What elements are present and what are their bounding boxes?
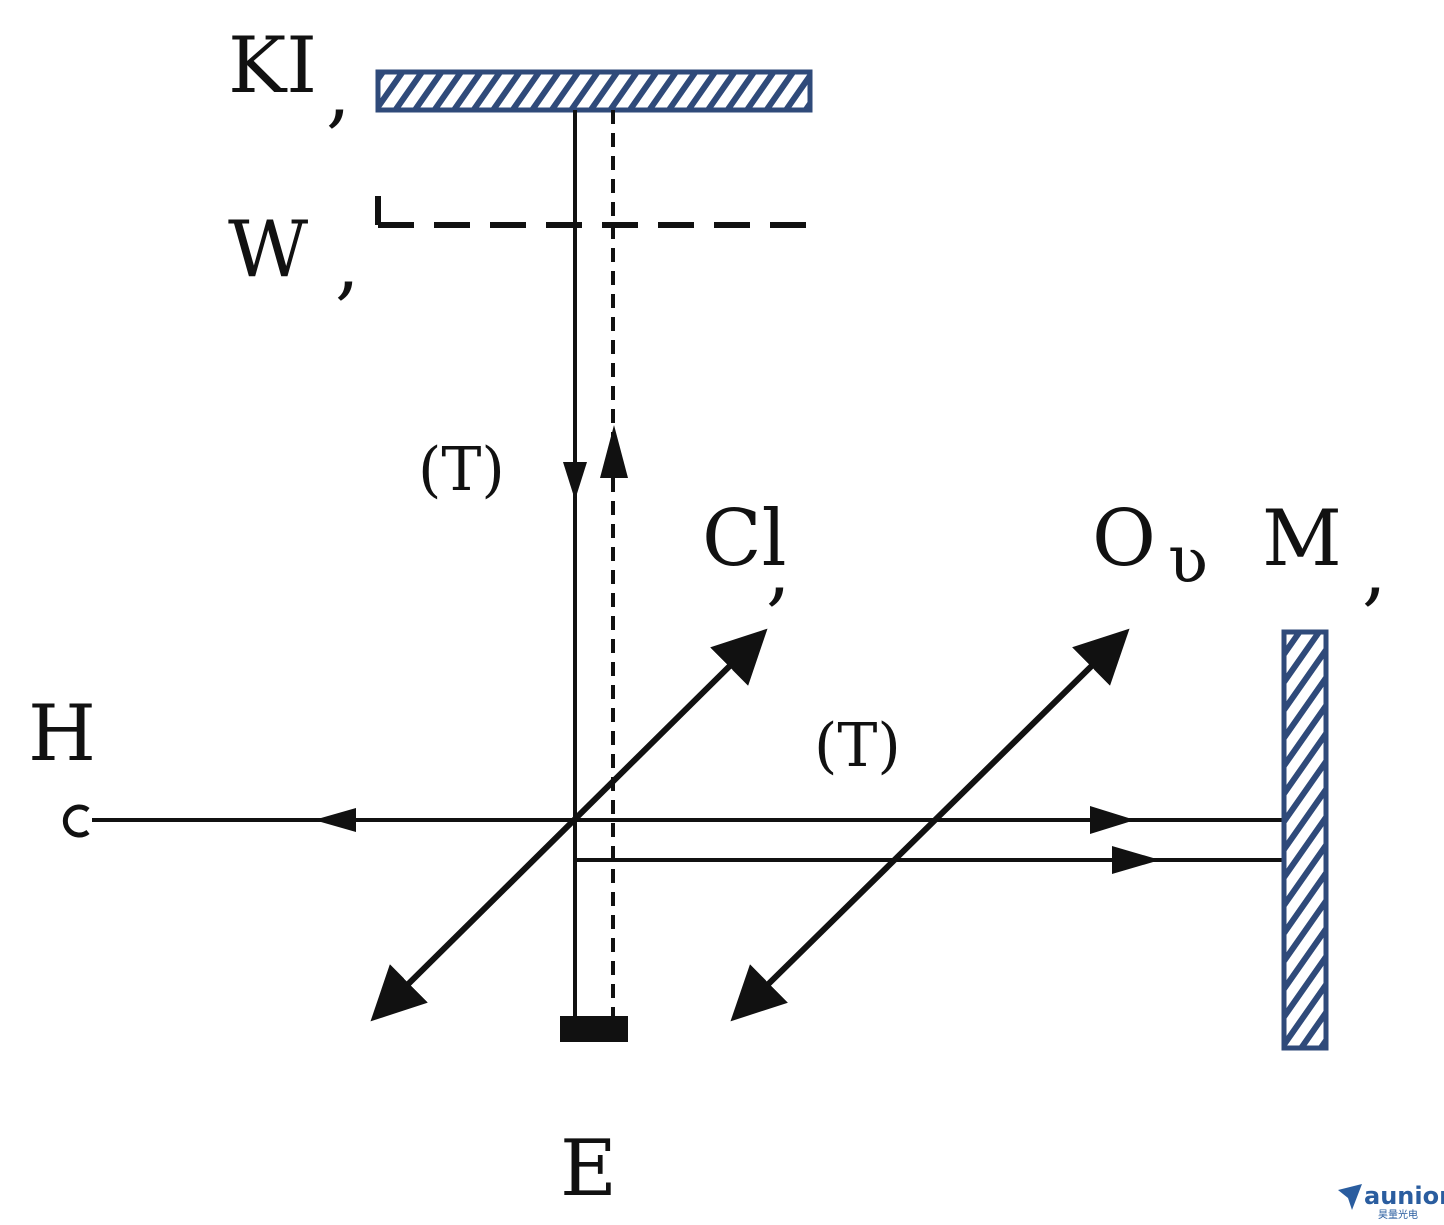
label-top-mirror-subscript: , <box>326 47 351 137</box>
left-arrow <box>314 808 356 832</box>
watermark-brand: aunion <box>1364 1182 1444 1210</box>
label-ray-vertical: (T) <box>418 435 505 505</box>
down-arrow <box>563 462 587 500</box>
up-arrow <box>600 425 628 478</box>
top-mirror <box>375 69 813 113</box>
label-plate-right-subscript: ʋ <box>1168 521 1208 598</box>
watermark-sub: 昊量光电 <box>1378 1208 1418 1221</box>
right-mirror <box>1281 629 1329 1051</box>
label-plate-right: O <box>1092 494 1156 584</box>
right-arrow-upper <box>1090 806 1135 834</box>
label-source: H <box>28 689 96 779</box>
label-plate-left: Cl <box>702 494 787 584</box>
right-arrow-lower <box>1112 846 1160 874</box>
label-detector: E <box>560 1124 617 1214</box>
paper-plane-icon <box>1338 1184 1362 1210</box>
beam-splitter-plate <box>370 628 768 1022</box>
label-mirror-right: M <box>1262 494 1342 584</box>
label-plate-left-subscript: , <box>766 525 791 615</box>
label-mirror-right-subscript: , <box>1362 525 1387 615</box>
label-dashed-mirror-subscript: , <box>335 219 360 309</box>
label-dashed-mirror: W <box>228 205 308 295</box>
label-top-mirror: KI <box>228 21 317 111</box>
watermark-logo: aunion 昊量光电 <box>1338 1182 1444 1221</box>
detector-block <box>560 1016 628 1042</box>
dashed-mirror-image <box>375 196 810 228</box>
source-marker <box>62 804 90 838</box>
label-ray-horizontal: (T) <box>814 711 901 781</box>
compensator-plate <box>730 628 1130 1022</box>
